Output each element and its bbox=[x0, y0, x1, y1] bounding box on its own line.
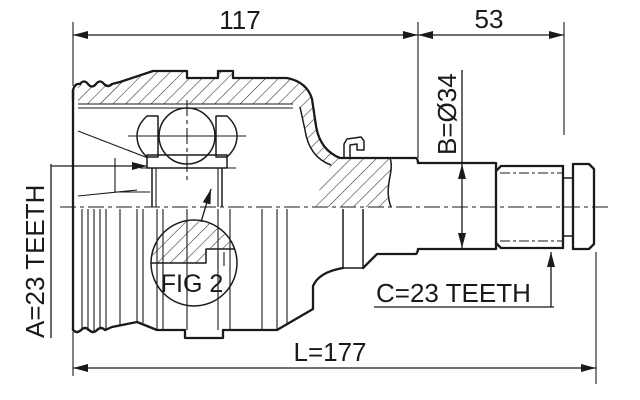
shaft-profile bbox=[416, 161, 596, 251]
shaft-neck bbox=[342, 136, 420, 270]
dimension-shaft-diameter: B=Ø34 bbox=[432, 70, 466, 248]
c-teeth-label: C=23 TEETH bbox=[376, 278, 531, 308]
ball-and-cage-section bbox=[128, 107, 246, 207]
housing-section bbox=[71, 69, 420, 332]
fig2-label: FIG 2 bbox=[161, 270, 224, 298]
a-teeth-label: A=23 TEETH bbox=[20, 185, 50, 338]
dim-l177-label: L=177 bbox=[293, 337, 366, 367]
dimension-shaft-length: 53 bbox=[418, 4, 565, 135]
dimension-total-length: L=177 bbox=[72, 252, 597, 384]
snap-ring-groove bbox=[561, 162, 575, 251]
label-outer-spline: C=23 TEETH bbox=[374, 252, 555, 308]
fig2-detail: FIG 2 bbox=[150, 188, 238, 307]
label-inner-spline: A=23 TEETH bbox=[20, 162, 147, 338]
dim-117-label: 117 bbox=[219, 5, 260, 35]
boot-clamp-tab bbox=[343, 136, 365, 159]
dim-b34-label: B=Ø34 bbox=[432, 73, 462, 155]
dim-53-label: 53 bbox=[475, 4, 504, 34]
dimension-housing-length: 117 bbox=[72, 5, 419, 158]
